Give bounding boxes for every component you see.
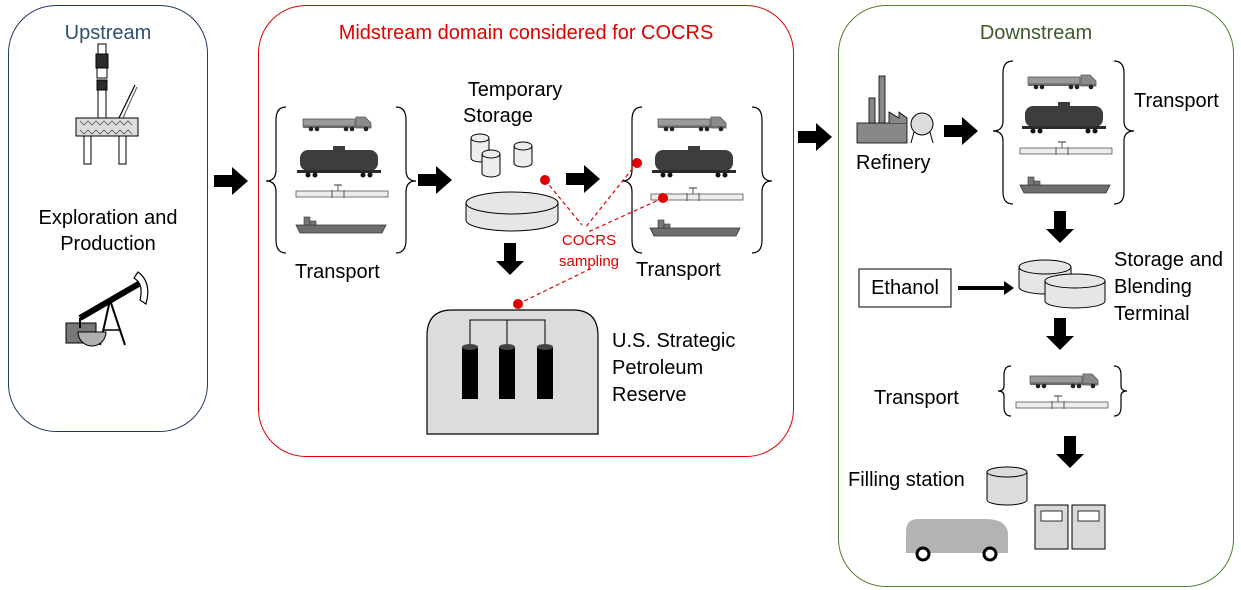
arrow-down-icon <box>1046 318 1074 350</box>
spr-label-line1: U.S. Strategic <box>612 330 736 352</box>
refinery-label: Refinery <box>856 152 931 174</box>
temporary-storage-line2: Storage <box>463 105 534 127</box>
transport-group-lower <box>997 365 1128 417</box>
transport-lower-label: Transport <box>874 387 959 409</box>
tanker-ship-icon <box>649 219 741 237</box>
upstream-label-line2: Production <box>60 233 156 255</box>
storage-tank-icon <box>465 133 559 232</box>
sampling-point <box>540 175 550 185</box>
upstream-title: Upstream <box>64 22 152 44</box>
midstream-title: Midstream domain considered for COCRS <box>338 22 714 44</box>
fuel-pump-icon <box>1034 504 1106 550</box>
arrow-right-icon <box>798 123 832 151</box>
sampling-point <box>658 193 668 203</box>
spr-label-line3: Reserve <box>612 384 687 406</box>
rail-tank-car-icon <box>652 146 736 178</box>
blending-tanks-icon <box>1018 259 1106 309</box>
transport-left-label: Transport <box>295 261 380 283</box>
downstream-title: Downstream <box>979 22 1093 44</box>
sampling-point <box>632 158 642 168</box>
ethanol-label: Ethanol <box>871 277 939 299</box>
transport-group-left <box>265 106 417 254</box>
fuel-storage-icon <box>986 466 1028 506</box>
ethanol-box <box>858 268 952 308</box>
rail-tank-car-icon <box>1022 102 1106 134</box>
arrow-right-icon <box>214 167 248 195</box>
arrow-down-icon <box>496 243 524 275</box>
sampling-label-line1: COCRS <box>561 232 617 249</box>
filling-station-label: Filling station <box>848 469 965 491</box>
arrow-right-icon <box>944 117 978 145</box>
refinery-icon <box>856 75 934 144</box>
terminal-label-line2: Blending <box>1114 276 1192 298</box>
tanker-ship-icon <box>295 216 387 234</box>
temporary-storage-line1: Temporary <box>467 79 563 101</box>
arrow-down-icon <box>1056 436 1084 468</box>
arrow-down-icon <box>1046 211 1074 243</box>
transport-group-downstream <box>992 60 1135 205</box>
truck-icon <box>657 116 727 132</box>
transport-group-right <box>621 106 773 254</box>
truck-icon <box>1029 373 1099 389</box>
terminal-label-line1: Storage and <box>1114 249 1223 271</box>
upstream-label-line1: Exploration and <box>38 207 178 229</box>
upstream-panel <box>8 5 208 432</box>
arrow-right-icon <box>418 166 452 194</box>
car-icon <box>906 519 1008 562</box>
transport-downstream-label: Transport <box>1134 90 1219 112</box>
truck-icon <box>1027 74 1097 90</box>
sampling-label-line2: sampling <box>558 253 620 270</box>
pipeline-icon <box>295 184 389 199</box>
tanker-ship-icon <box>1019 176 1111 194</box>
offshore-platform-icon <box>75 43 139 165</box>
sampling-point <box>513 299 523 309</box>
pumpjack-icon <box>65 271 149 347</box>
arrow-right-icon <box>958 281 1014 295</box>
pipeline-icon <box>1015 395 1109 410</box>
arrow-right-icon <box>566 165 600 193</box>
terminal-label-line3: Terminal <box>1114 303 1190 325</box>
pipeline-icon <box>1019 141 1113 156</box>
transport-right-label: Transport <box>636 259 721 281</box>
spr-label-line2: Petroleum <box>612 357 704 379</box>
sampling-lines <box>517 162 664 305</box>
spr-cavern-icon <box>426 309 599 435</box>
truck-icon <box>302 116 372 132</box>
rail-tank-car-icon <box>297 146 381 178</box>
